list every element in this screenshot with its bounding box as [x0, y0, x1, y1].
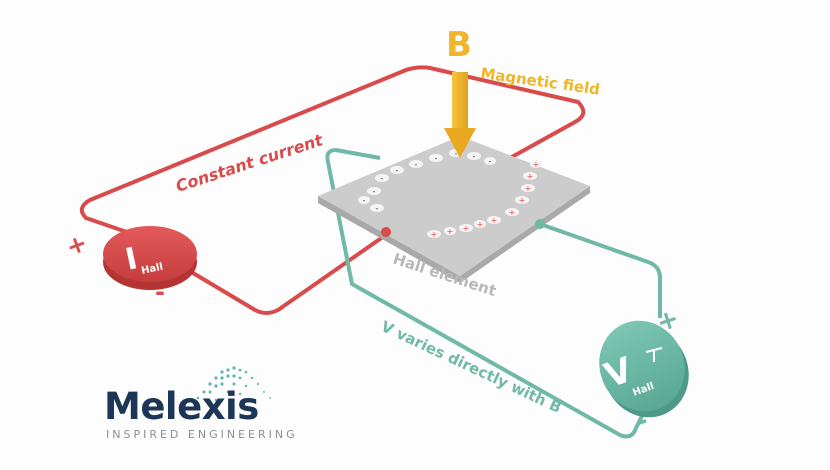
positive-charge: +: [530, 160, 542, 169]
negative-charge: -: [390, 166, 404, 175]
current-wire-bottom: [186, 230, 392, 315]
svg-text:-: -: [415, 160, 418, 169]
positive-charge: +: [505, 208, 519, 217]
negative-charge: -: [467, 152, 481, 161]
svg-text:+: +: [509, 208, 516, 217]
svg-text:+: +: [491, 216, 498, 225]
svg-text:-: -: [435, 154, 438, 163]
positive-charge: +: [427, 230, 441, 239]
positive-charge: +: [444, 227, 456, 236]
negative-charge: -: [367, 187, 381, 196]
voltage-meter: V Hall: [599, 320, 689, 418]
negative-charge: -: [370, 204, 384, 213]
positive-charge: +: [515, 196, 529, 205]
negative-charge: -: [375, 174, 389, 183]
negative-charges: - - - - - - - - - -: [358, 149, 496, 213]
svg-text:-: -: [363, 196, 366, 205]
negative-charge: -: [409, 160, 423, 169]
magnetic-field-arrow-icon: [444, 72, 476, 158]
svg-text:+: +: [477, 220, 484, 229]
b-symbol: B: [446, 25, 472, 65]
svg-text:-: -: [473, 152, 476, 161]
voltage-wire-left: [325, 148, 644, 439]
negative-charge: -: [358, 196, 370, 205]
constant-current-label: Constant current: [173, 130, 326, 196]
svg-text:+: +: [525, 184, 532, 193]
voltage-wire-right: [539, 222, 662, 318]
svg-text:-: -: [381, 174, 384, 183]
melexis-logo-dots-icon: [196, 366, 271, 402]
svg-text:-: -: [489, 157, 492, 166]
svg-text:-: -: [396, 166, 399, 175]
current-source: I Hall: [103, 226, 197, 290]
svg-text:+: +: [447, 227, 454, 236]
svg-text:+: +: [463, 224, 470, 233]
current-minus-sign: -: [155, 278, 165, 306]
positive-charges: + + + + + + + + + +: [427, 160, 542, 239]
current-plus-sign: +: [62, 228, 90, 261]
positive-charge: +: [523, 172, 537, 181]
voltage-contact: [535, 219, 545, 229]
positive-charge: +: [459, 224, 473, 233]
current-contact: [381, 227, 391, 237]
current-wire-top: [79, 65, 586, 242]
positive-charge: +: [487, 216, 501, 225]
svg-text:-: -: [376, 204, 379, 213]
svg-text:+: +: [527, 172, 534, 181]
v-varies-label: V varies directly with B: [378, 317, 564, 416]
hall-plate: [318, 136, 590, 276]
melexis-logo-tagline: INSPIRED ENGINEERING: [106, 428, 298, 441]
svg-text:+: +: [533, 160, 540, 169]
negative-charge: -: [484, 157, 496, 166]
melexis-logo-wordmark: Melexis: [104, 385, 259, 428]
positive-charge: +: [474, 220, 486, 229]
svg-text:-: -: [455, 149, 458, 158]
i-subscript: Hall: [140, 262, 164, 277]
positive-charge: +: [521, 184, 535, 193]
meter-needle-icon: [645, 347, 663, 362]
svg-text:-: -: [373, 187, 376, 196]
svg-text:+: +: [519, 196, 526, 205]
svg-text:+: +: [431, 230, 438, 239]
negative-charge: -: [429, 154, 443, 163]
